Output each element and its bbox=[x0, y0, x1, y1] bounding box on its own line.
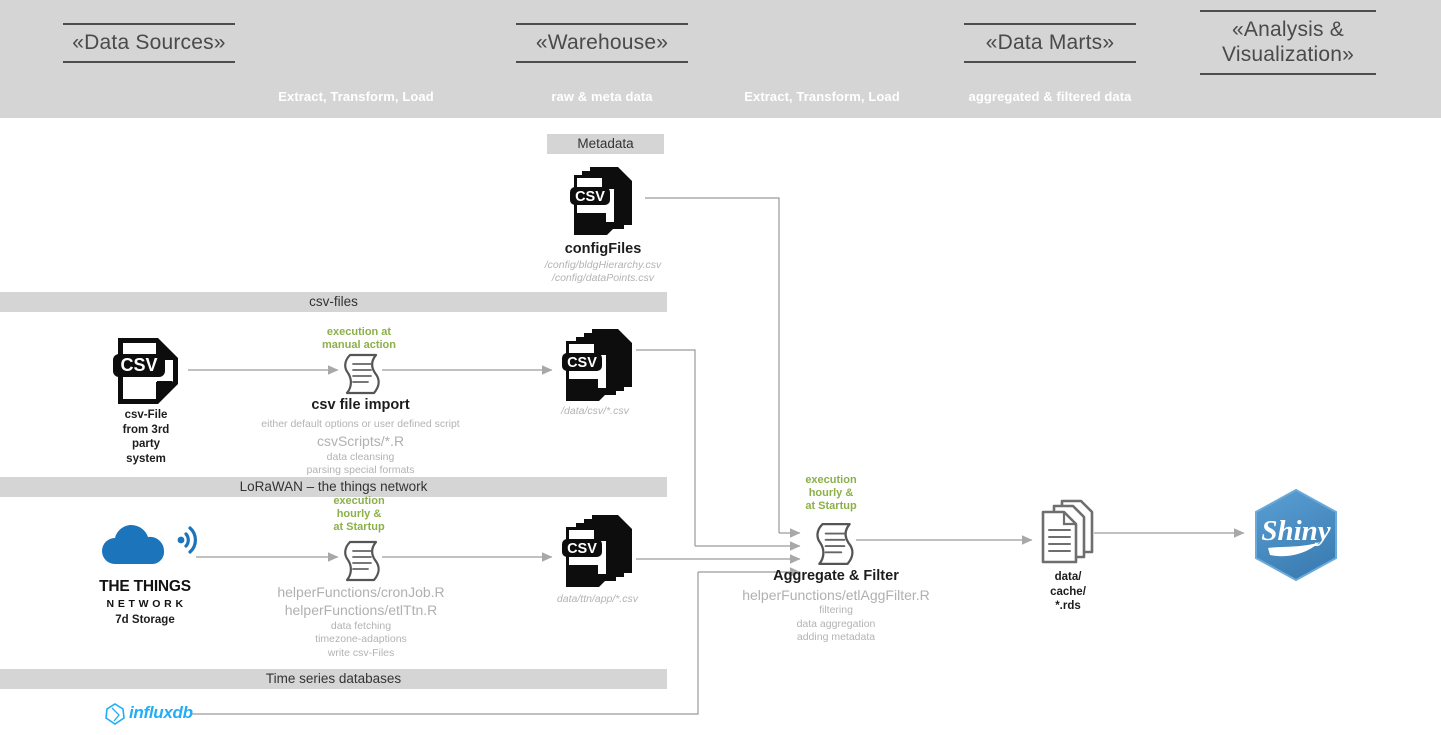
config-files-title: configFiles bbox=[564, 241, 642, 257]
csv-source-label: csv-File from 3rd party system bbox=[95, 408, 197, 467]
stage-header-data-sources: «Data Sources» bbox=[63, 23, 235, 63]
stage-title: «Data Sources» bbox=[72, 31, 226, 54]
csv-import-execution-label: execution at manual action bbox=[322, 326, 396, 351]
csv-import-desc: either default options or user defined s… bbox=[261, 417, 460, 430]
ttn-logo-line-2: N E T W O R K bbox=[106, 597, 184, 610]
aggregate-filter-note-3: adding metadata bbox=[796, 631, 876, 644]
svg-text:CSV: CSV bbox=[575, 189, 605, 205]
script-icon bbox=[816, 522, 854, 566]
stage-header-warehouse: «Warehouse» bbox=[516, 23, 688, 63]
band-metadata: Metadata bbox=[547, 134, 664, 154]
divider-top bbox=[63, 23, 235, 25]
csv-source-line-4: system bbox=[126, 453, 166, 466]
document-stack-icon bbox=[1041, 499, 1094, 564]
config-files-label: configFiles /config/bldgHierarchy.csv /c… bbox=[512, 240, 694, 285]
ttn-warehouse-path: data/ttn/app/*.csv bbox=[556, 593, 639, 605]
ttn-warehouse-label: data/ttn/app/*.csv bbox=[515, 593, 680, 606]
csv-file-icon: CSV bbox=[113, 338, 178, 404]
ttn-etl-execution-label: execution hourly & at Startup bbox=[333, 495, 385, 533]
csv-stack-icon: CSV bbox=[562, 515, 632, 587]
stage-title: «Analysis & Visualization» bbox=[1222, 18, 1354, 66]
csv-stack-icon: CSV bbox=[562, 329, 632, 401]
band-csv-files: csv-files bbox=[0, 292, 667, 312]
things-network-wordmark: THE THINGS N E T W O R K bbox=[85, 577, 205, 611]
ttn-etl-path-2: helperFunctions/etlTtn.R bbox=[284, 601, 438, 618]
divider-top bbox=[964, 23, 1136, 25]
aggregate-filter-path: helperFunctions/etlAggFilter.R bbox=[742, 586, 930, 603]
script-icon bbox=[344, 353, 380, 395]
ttn-etl-note-3: write csv-Files bbox=[327, 646, 395, 659]
stage-header-data-marts: «Data Marts» bbox=[964, 23, 1136, 63]
etl-label-right: Extract, Transform, Load bbox=[744, 89, 900, 104]
svg-text:CSV: CSV bbox=[567, 541, 597, 557]
divider-top bbox=[1200, 10, 1376, 12]
csv-source-line-3: party bbox=[131, 438, 161, 451]
svg-text:CSV: CSV bbox=[120, 355, 157, 375]
divider-top bbox=[516, 23, 688, 25]
etl-label-left: Extract, Transform, Load bbox=[278, 89, 434, 104]
stage-title: «Data Marts» bbox=[985, 31, 1115, 54]
ttn-etl-label: helperFunctions/cronJob.R helperFunction… bbox=[257, 584, 465, 660]
csv-import-note-2: parsing special formats bbox=[306, 464, 415, 477]
csv-stack-icon: CSV bbox=[570, 167, 632, 235]
config-files-path-2: /config/dataPoints.csv bbox=[551, 271, 655, 284]
stage-header-band bbox=[0, 0, 1441, 118]
script-icon bbox=[344, 540, 380, 582]
csv-import-label: csv file import either default options o… bbox=[258, 396, 463, 478]
stage-header-analysis-visualization: «Analysis & Visualization» bbox=[1200, 10, 1376, 75]
csv-import-path: csvScripts/*.R bbox=[316, 432, 405, 449]
things-network-cloud-icon bbox=[102, 525, 197, 564]
divider-bottom bbox=[63, 60, 235, 63]
svg-text:CSV: CSV bbox=[567, 355, 597, 371]
ttn-etl-note-1: data fetching bbox=[330, 619, 392, 632]
stage-title: «Warehouse» bbox=[535, 31, 669, 54]
divider-bottom bbox=[1200, 72, 1376, 75]
csv-warehouse-label: /data/csv/*.csv bbox=[515, 405, 675, 418]
band-lorawan: LoRaWAN – the things network bbox=[0, 477, 667, 497]
csv-source-line-1: csv-File bbox=[124, 409, 168, 421]
ttn-etl-path-1: helperFunctions/cronJob.R bbox=[277, 584, 445, 600]
ttn-logo-line-1: THE THINGS bbox=[99, 578, 191, 595]
data-cache-line-2: cache/ bbox=[1050, 585, 1086, 598]
ttn-caption: 7d Storage bbox=[85, 613, 205, 628]
data-cache-label: data/ cache/ *.rds bbox=[1020, 570, 1116, 614]
stage-subtitle-data-marts: aggregated & filtered data bbox=[968, 89, 1132, 104]
aggregate-filter-title: Aggregate & Filter bbox=[773, 568, 899, 584]
csv-warehouse-path: /data/csv/*.csv bbox=[561, 405, 629, 417]
svg-text:Shiny: Shiny bbox=[1261, 515, 1330, 547]
shiny-hex-icon: Shiny bbox=[1255, 488, 1337, 582]
ttn-etl-note-2: timezone-adaptions bbox=[315, 633, 407, 646]
data-cache-line-1: data/ bbox=[1054, 571, 1082, 583]
influxdb-logo-icon bbox=[105, 703, 125, 725]
csv-import-note-1: data cleansing bbox=[326, 450, 395, 463]
csv-import-title: csv file import bbox=[311, 397, 410, 413]
aggregate-execution-label: execution hourly & at Startup bbox=[805, 474, 857, 512]
divider-bottom bbox=[964, 60, 1136, 63]
data-cache-line-3: *.rds bbox=[1055, 600, 1081, 613]
aggregate-filter-label: Aggregate & Filter helperFunctions/etlAg… bbox=[730, 567, 942, 645]
config-files-path-1: /config/bldgHierarchy.csv bbox=[544, 258, 662, 271]
aggregate-filter-note-2: data aggregation bbox=[796, 617, 876, 630]
ttn-storage-caption: 7d Storage bbox=[115, 614, 175, 626]
csv-source-line-2: from 3rd bbox=[122, 423, 170, 436]
aggregate-filter-note-1: filtering bbox=[819, 604, 853, 617]
divider-bottom bbox=[516, 60, 688, 63]
influxdb-label: influxdb bbox=[129, 703, 193, 722]
band-timeseries: Time series databases bbox=[0, 669, 667, 689]
stage-subtitle-warehouse: raw & meta data bbox=[551, 89, 653, 104]
